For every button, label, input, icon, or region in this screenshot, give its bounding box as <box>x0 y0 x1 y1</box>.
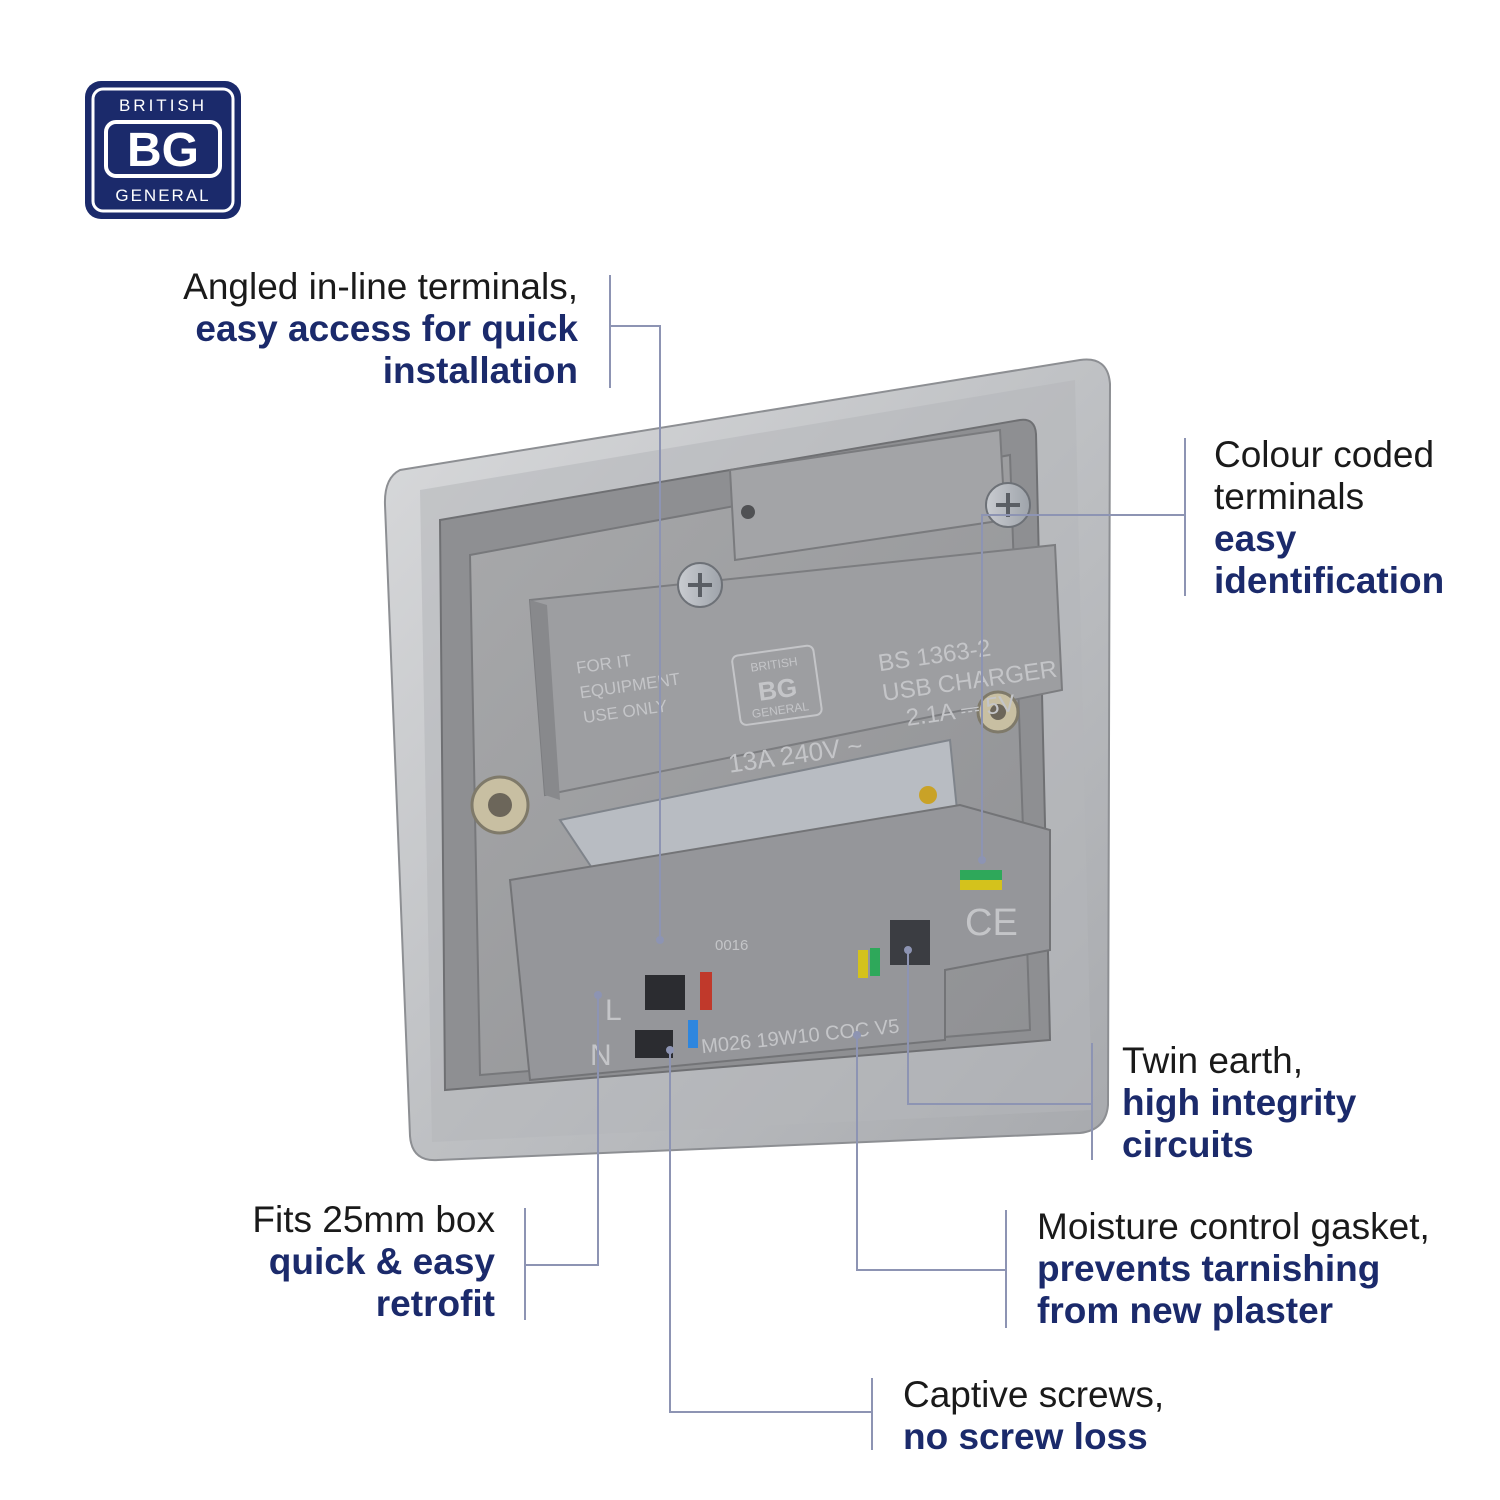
callout-fits-line2: quick & easy <box>268 1241 495 1282</box>
callout-angled-line1: Angled in-line terminals, <box>183 266 578 307</box>
callout-fits-line3: retrofit <box>375 1283 495 1324</box>
block-logo-top: BRITISH <box>750 654 799 674</box>
callout-moisture-gasket: Moisture control gasket, prevents tarnis… <box>1037 1206 1497 1332</box>
live-colour-marker <box>700 972 712 1010</box>
approval-code: 0016 <box>715 937 748 954</box>
callout-twin-line2: high integrity <box>1122 1082 1357 1123</box>
earth-colour-marker-green <box>870 948 880 976</box>
logo-top-text: BRITISH <box>119 96 207 115</box>
ce-mark: CE <box>965 902 1018 944</box>
callout-captive-screws: Captive screws, no screw loss <box>903 1374 1303 1458</box>
british-general-logo: BRITISH BG GENERAL <box>85 81 241 219</box>
neutral-label: N <box>590 1039 612 1072</box>
neutral-colour-marker <box>688 1020 698 1048</box>
callout-fits-box: Fits 25mm box quick & easy retrofit <box>140 1199 495 1325</box>
callout-twin-line1: Twin earth, <box>1122 1040 1303 1081</box>
fixing-screw-left <box>470 775 530 835</box>
callout-moisture-line2: prevents tarnishing <box>1037 1248 1381 1289</box>
live-label: L <box>605 994 622 1027</box>
callout-moisture-line1: Moisture control gasket, <box>1037 1206 1430 1247</box>
callout-twin-line3: circuits <box>1122 1124 1254 1165</box>
terminal-screw-top-left <box>677 562 723 608</box>
callout-colour-line3: easy <box>1214 518 1297 559</box>
callout-moisture-line3: from new plaster <box>1037 1290 1334 1331</box>
fixing-screw-right <box>976 690 1020 734</box>
earth-terminal <box>890 920 930 965</box>
callout-colour-line4: identification <box>1214 560 1445 601</box>
callout-angled-line3: installation <box>382 350 578 391</box>
callout-fits-line1: Fits 25mm box <box>252 1199 495 1240</box>
terminal-block <box>508 803 1051 1082</box>
callout-captive-line1: Captive screws, <box>903 1374 1165 1415</box>
callout-angled-terminals: Angled in-line terminals, easy access fo… <box>120 266 578 392</box>
callout-colour-line1: Colour coded <box>1214 434 1435 475</box>
live-terminal <box>645 975 685 1010</box>
earth-colour-marker-yellow <box>858 950 868 978</box>
callout-colour-coded: Colour coded terminals easy identificati… <box>1214 434 1494 602</box>
callout-colour-line2: terminals <box>1214 476 1365 517</box>
callout-twin-earth: Twin earth, high integrity circuits <box>1122 1040 1482 1166</box>
callout-angled-line2: easy access for quick <box>195 308 578 349</box>
neutral-terminal <box>635 1030 673 1058</box>
logo-mark-text: BG <box>127 124 199 177</box>
callout-captive-line2: no screw loss <box>903 1416 1148 1457</box>
logo-bottom-text: GENERAL <box>115 186 210 205</box>
block-logo-mark: BG <box>756 672 799 707</box>
